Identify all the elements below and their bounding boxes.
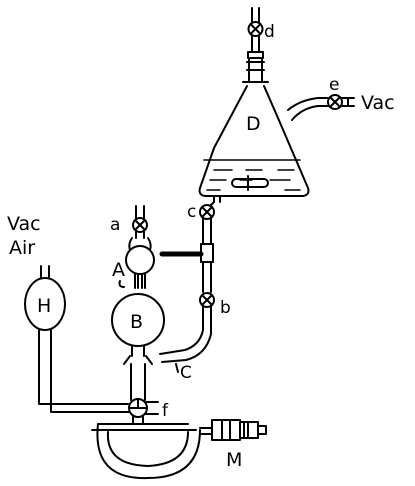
top-inlet-tube bbox=[251, 7, 260, 53]
micrometer-icon bbox=[91, 416, 267, 480]
valve-e-label: e bbox=[329, 75, 339, 95]
valve-b-label: b bbox=[220, 298, 231, 318]
bulb-b bbox=[111, 293, 165, 401]
bulb-a bbox=[125, 237, 155, 289]
valve-b-icon[interactable] bbox=[199, 292, 215, 308]
valve-f-icon[interactable] bbox=[128, 398, 159, 418]
valve-e-icon[interactable] bbox=[327, 94, 343, 110]
bulb-a-label: A bbox=[112, 259, 125, 281]
bulb-b-label: B bbox=[130, 311, 143, 333]
return-tube bbox=[159, 306, 212, 363]
valve-c-label: c bbox=[187, 202, 196, 222]
valve-c-icon[interactable] bbox=[199, 204, 215, 220]
air-left-label: Air bbox=[9, 237, 35, 259]
side-arm-e bbox=[287, 97, 355, 121]
bulb-a-hook bbox=[118, 280, 125, 288]
bulb-h bbox=[24, 265, 130, 413]
valve-f-label: f bbox=[162, 401, 169, 421]
valve-a-label: a bbox=[110, 215, 120, 235]
flask-d bbox=[198, 51, 310, 197]
flask-d-label: D bbox=[246, 113, 261, 135]
vac-right-label: Vac bbox=[361, 92, 395, 114]
part-c-pointer bbox=[175, 363, 179, 373]
part-m-label: M bbox=[226, 449, 242, 471]
vac-left-label: Vac bbox=[7, 213, 41, 235]
stir-bar-icon bbox=[231, 175, 269, 191]
valve-a-icon[interactable] bbox=[132, 217, 148, 233]
flask-outlet-tube bbox=[209, 195, 221, 207]
top-tube-a bbox=[135, 205, 145, 239]
bulb-h-label: H bbox=[37, 295, 51, 317]
valve-d-icon[interactable] bbox=[247, 21, 264, 37]
part-c-label: C bbox=[180, 363, 192, 383]
valve-d-label: d bbox=[264, 22, 275, 42]
